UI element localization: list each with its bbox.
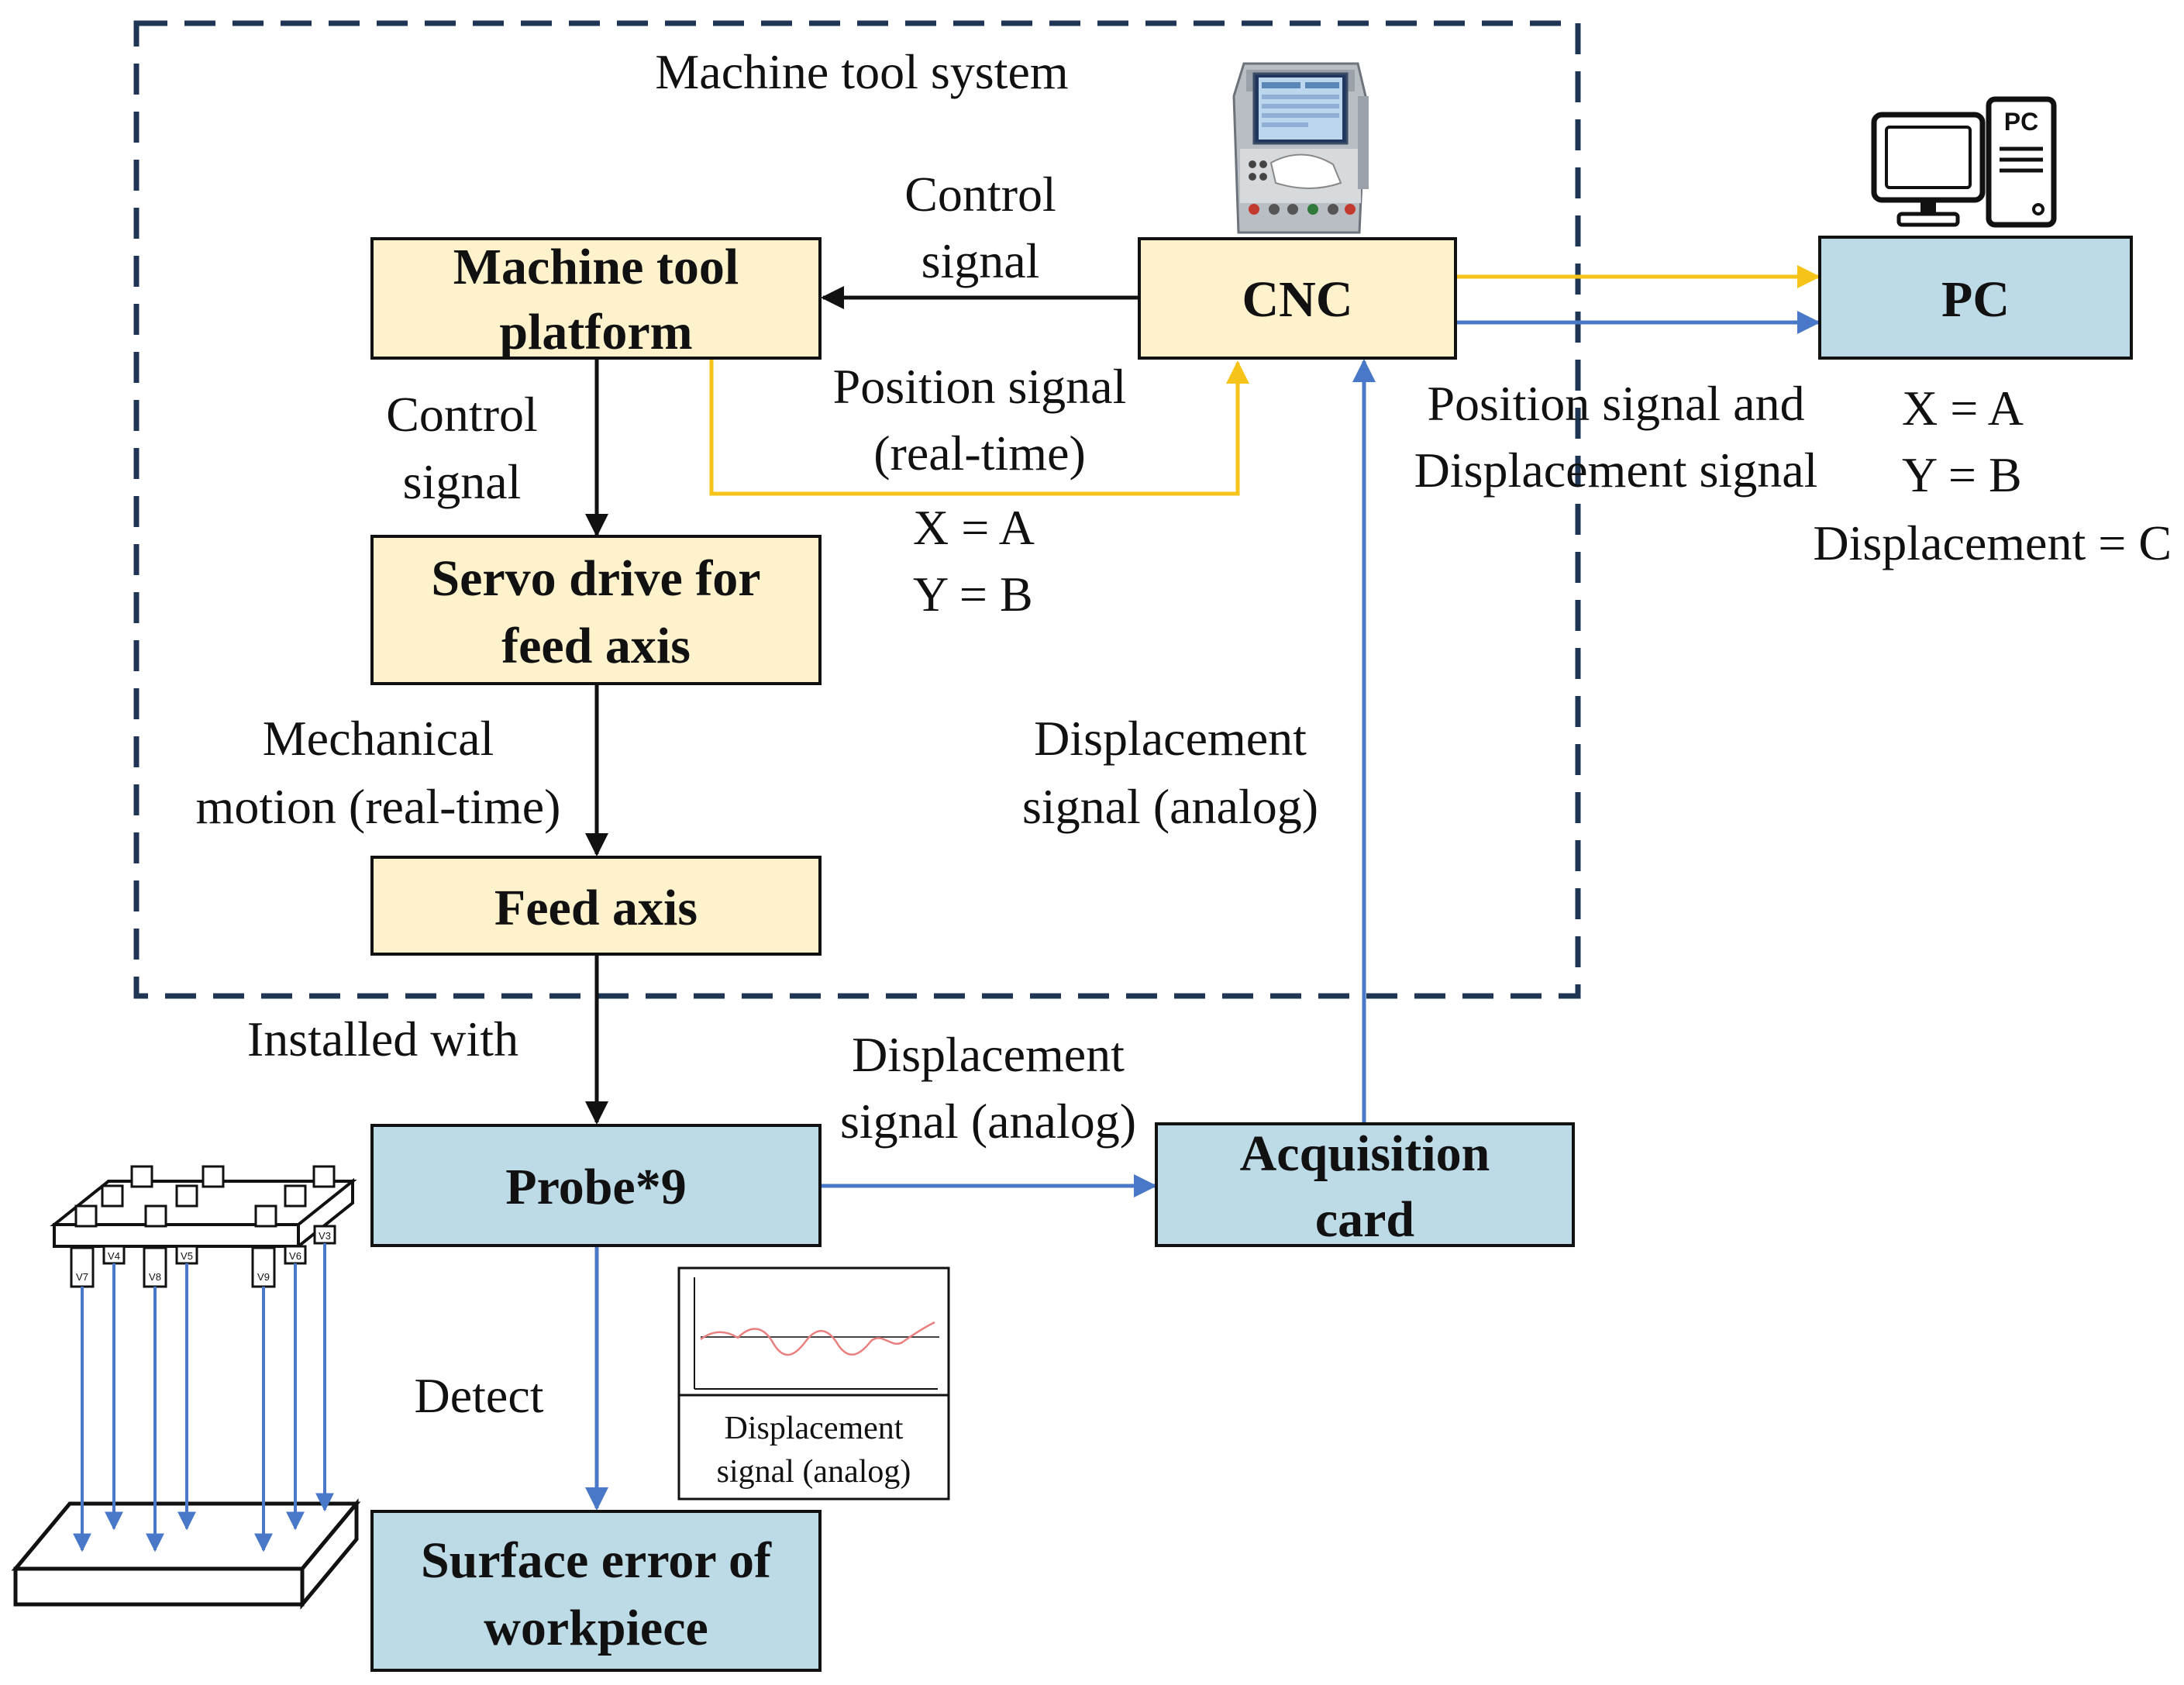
- displacement-analog-right-line1: Displacement: [1034, 711, 1307, 766]
- machine-tool-platform-line1: Machine tool: [453, 239, 739, 295]
- signal-line: [700, 1321, 935, 1356]
- surface-error-line1: Surface error of: [421, 1532, 772, 1589]
- probe-tag: V9: [257, 1271, 270, 1283]
- control-signal-left-line1: Control: [386, 387, 538, 442]
- displacement-analog-right-line2: signal (analog): [1022, 779, 1318, 834]
- displacement-analog-bottom-label: Displacement signal (analog): [840, 1027, 1136, 1149]
- surface-error-box: Surface error of workpiece: [370, 1510, 822, 1672]
- probe-tag: V7: [76, 1271, 88, 1283]
- displacement-analog-bottom-line2: signal (analog): [840, 1094, 1136, 1149]
- cnc-xy-line2: Y = B: [913, 567, 1033, 622]
- probe-tag: V5: [181, 1250, 193, 1262]
- detect-label: Detect: [415, 1368, 544, 1423]
- acquisition-card-box: Acquisition card: [1155, 1122, 1575, 1248]
- feed-axis-label: Feed axis: [494, 880, 698, 936]
- pc-icon-text: PC: [2004, 108, 2038, 136]
- control-signal-left-line2: signal: [403, 454, 522, 509]
- pc-values-line3: Displacement = C: [1813, 515, 2172, 570]
- position-signal-line1: Position signal: [833, 359, 1127, 414]
- servo-drive-line1: Servo drive for: [431, 550, 760, 607]
- pc-values-line1: X = A: [1902, 381, 2024, 436]
- position-signal-line2: (real-time): [873, 426, 1086, 481]
- probe-tag: V3: [319, 1230, 331, 1242]
- probe-tag: V8: [149, 1271, 161, 1283]
- probe-tag: V4: [108, 1250, 120, 1262]
- control-signal-top-label: Control signal: [904, 167, 1056, 288]
- cnc-label: CNC: [1242, 271, 1353, 328]
- machine-tool-system-frame: [133, 20, 1581, 999]
- pc-label: PC: [1941, 271, 2010, 328]
- surface-error-line2: workpiece: [484, 1600, 708, 1656]
- installed-with-label: Installed with: [247, 1011, 518, 1066]
- machine-tool-platform-line2: platform: [499, 304, 692, 360]
- probe-tag: V6: [289, 1250, 301, 1262]
- control-signal-top-line2: signal: [921, 233, 1040, 288]
- position-signal-label: Position signal (real-time): [833, 359, 1127, 481]
- control-signal-top-line1: Control: [904, 167, 1056, 222]
- servo-drive-line2: feed axis: [501, 618, 691, 674]
- signal-plot-caption-line1: Displacement: [725, 1411, 904, 1446]
- cnc-control-panel-icon: [1232, 62, 1369, 234]
- cnc-xy-label: X = A Y = B: [913, 500, 1035, 622]
- frame-title: Machine tool system: [655, 44, 1068, 99]
- signal-plot-caption-line2: signal (analog): [717, 1454, 911, 1490]
- pos-disp-signal-line2: Displacement signal: [1414, 443, 1818, 498]
- pc-values-label: X = A Y = B Displacement = C: [1813, 381, 2172, 570]
- displacement-analog-right-label: Displacement signal (analog): [1022, 711, 1318, 834]
- control-signal-left-label: Control signal: [386, 387, 538, 509]
- acquisition-card-line2: card: [1315, 1191, 1414, 1248]
- probe-label: Probe*9: [505, 1159, 686, 1215]
- displacement-signal-plot-icon: Displacement signal (analog): [677, 1266, 950, 1501]
- pc-values-line2: Y = B: [1902, 447, 2022, 502]
- mechanical-motion-line2: motion (real-time): [196, 779, 561, 834]
- pos-disp-signal-line1: Position signal and: [1427, 376, 1804, 431]
- mechanical-motion-line1: Mechanical: [263, 711, 494, 766]
- servo-drive-box: Servo drive for feed axis: [370, 535, 822, 685]
- cnc-box: CNC: [1138, 237, 1457, 360]
- cnc-xy-line1: X = A: [913, 500, 1035, 555]
- feed-axis-box: Feed axis: [370, 856, 822, 956]
- displacement-analog-bottom-line1: Displacement: [852, 1027, 1125, 1082]
- arrow-platform-to-cnc-position: [709, 358, 1249, 496]
- probe-fixture-icon: V7 V8 V9 V4 V5 V6 V3: [11, 1165, 361, 1610]
- acquisition-card-line1: Acquisition: [1240, 1125, 1490, 1182]
- position-displacement-signal-label: Position signal and Displacement signal: [1414, 376, 1818, 498]
- machine-tool-platform-box: Machine tool platform: [370, 237, 822, 360]
- mechanical-motion-label: Mechanical motion (real-time): [196, 711, 561, 834]
- pc-box: PC: [1818, 236, 2133, 360]
- pc-computer-icon: PC: [1871, 96, 2057, 228]
- probe-box: Probe*9: [370, 1124, 822, 1247]
